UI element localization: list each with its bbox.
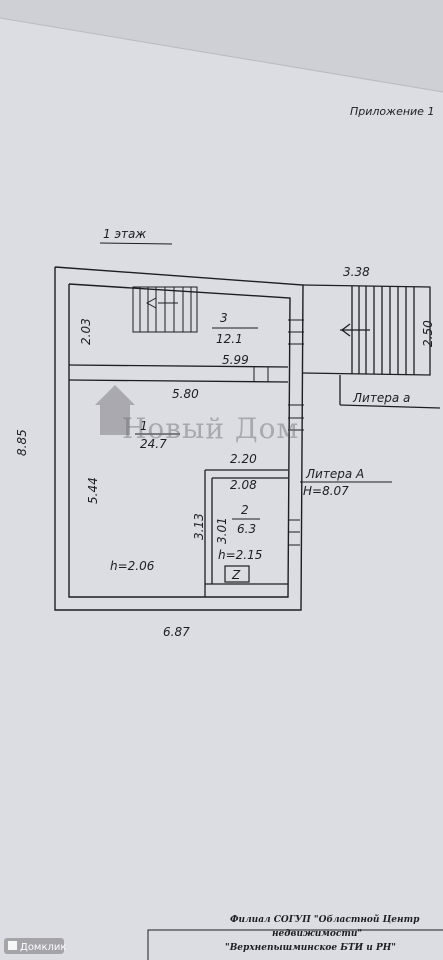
title-block-line-3: "Верхнепышминское БТИ и РН" [225, 943, 396, 953]
dim-room1-width: 5.80 [172, 387, 199, 401]
room-2-area: 6.3 [237, 522, 256, 536]
dim-total-height: 8.85 [15, 429, 29, 456]
height-room-2: h=2.15 [218, 548, 262, 562]
room-2-number: 2 [241, 503, 249, 517]
dim-room2-depth-inner: 3.01 [215, 517, 229, 544]
z-mark: Z [231, 568, 241, 582]
watermark-text: Новый Дом [122, 412, 299, 445]
title-block: Филиал СОГУП "Областной Центр недвижимос… [147, 914, 443, 960]
height-room-1: h=2.06 [110, 559, 155, 573]
dim-total-width: 6.87 [163, 625, 190, 639]
dim-room2-inner-width: 2.08 [230, 478, 257, 492]
dim-room2-depth-outer: 3.13 [192, 513, 206, 540]
sheet-edge [0, 17, 443, 93]
paper-sheet [0, 18, 443, 960]
floor-title: 1 этаж [103, 227, 146, 241]
room-3 [68, 364, 289, 383]
watermark: Новый Дом [95, 385, 299, 445]
room-1-area: 24.7 [140, 437, 167, 451]
dim-porch-width: 3.38 [343, 265, 370, 279]
dim-room1-depth: 5.44 [86, 477, 100, 504]
floor-title-underline [99, 242, 173, 245]
dim-room2-width: 2.20 [230, 452, 257, 466]
source-badge: Домклик [4, 938, 66, 954]
room-2 [204, 469, 288, 597]
window-marks [253, 319, 304, 546]
room-3-number: 3 [220, 311, 228, 325]
source-logo-icon [8, 941, 17, 950]
title-block-line-1: Филиал СОГУП "Областной Центр [230, 914, 420, 925]
z-mark-box [224, 565, 250, 583]
porch [302, 284, 441, 409]
source-label: Домклик [20, 942, 66, 953]
dim-room3-depth: 2.03 [79, 318, 93, 345]
height-building: H=8.07 [303, 484, 349, 498]
room-1-number: 1 [140, 419, 148, 433]
dim-porch-depth: 2.50 [421, 320, 435, 347]
interior-stair [132, 286, 198, 333]
dim-room3-width: 5.99 [222, 353, 249, 367]
building-outline [54, 266, 304, 611]
appendix-label: Приложение 1 [350, 105, 434, 118]
title-block-line-2: недвижимости" [272, 929, 362, 939]
room-3-area: 12.1 [216, 332, 243, 346]
litera-main-label: Литера А [305, 467, 364, 481]
watermark-house-icon [95, 385, 135, 435]
litera-small-label: Литера а [352, 391, 410, 405]
paper-sheet-shade [0, 0, 443, 92]
